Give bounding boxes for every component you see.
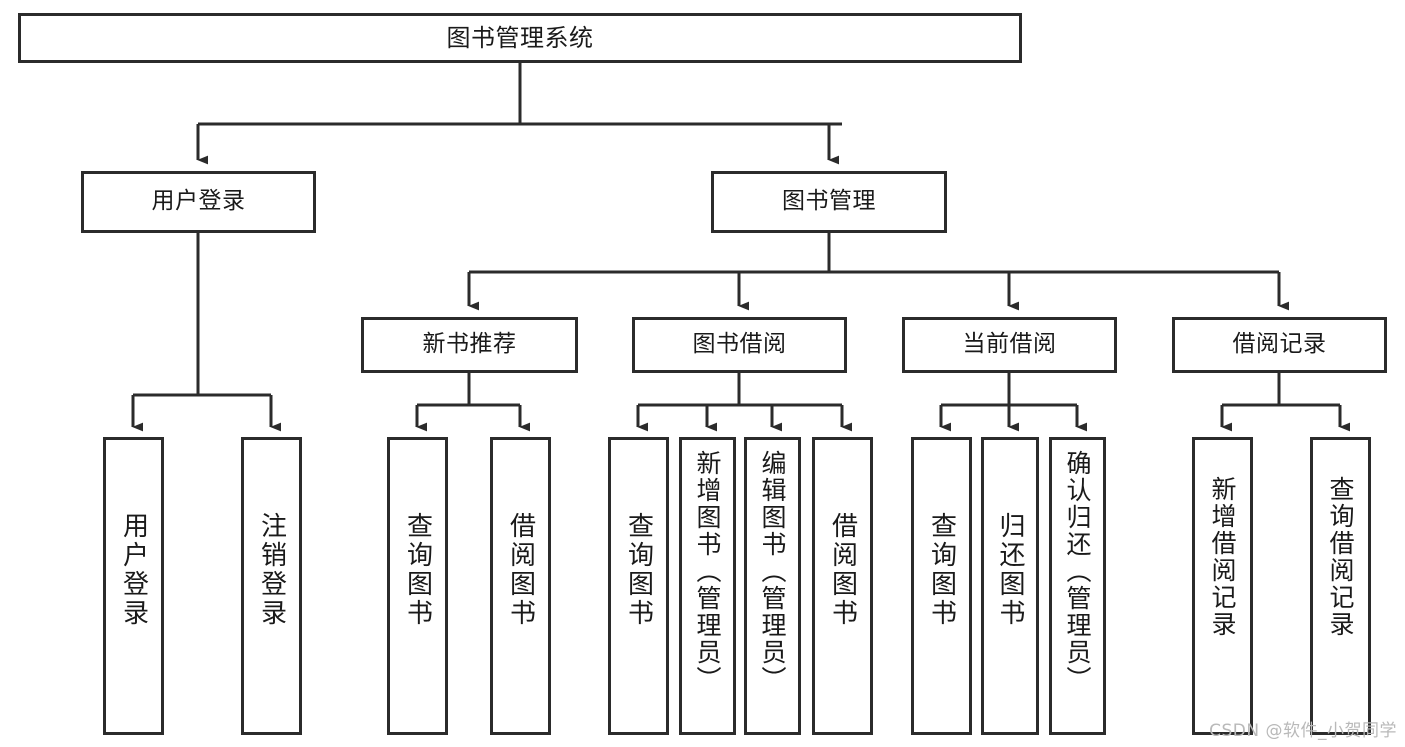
node-label: 当前借阅 [962, 331, 1057, 358]
leaf-logout-login[interactable]: 注销登录 [241, 437, 302, 735]
node-label: 编辑图书（管理员） [758, 450, 787, 693]
node-label: 图书管理 [782, 188, 876, 215]
node-root-system[interactable]: 图书管理系统 [18, 13, 1022, 63]
csdn-watermark: CSDN @软件_小贺同学 [1209, 721, 1397, 741]
leaf-query-book-borrow[interactable]: 查询图书 [608, 437, 669, 735]
node-label: 新增图书（管理员） [693, 450, 722, 693]
leaf-return-book[interactable]: 归还图书 [981, 437, 1039, 735]
node-new-book-recommend[interactable]: 新书推荐 [361, 317, 578, 373]
leaf-query-book-current[interactable]: 查询图书 [911, 437, 972, 735]
node-label: 查询借阅记录 [1326, 476, 1355, 638]
leaf-borrow-book-recommend[interactable]: 借阅图书 [490, 437, 551, 735]
node-label: 用户登录 [118, 512, 149, 628]
node-book-borrow[interactable]: 图书借阅 [632, 317, 847, 373]
leaf-query-book-recommend[interactable]: 查询图书 [387, 437, 448, 735]
node-label: 图书借阅 [692, 331, 787, 358]
node-label: 新书推荐 [422, 331, 517, 358]
leaf-edit-book[interactable]: 编辑图书（管理员） [744, 437, 801, 735]
node-label: 借阅记录 [1232, 331, 1327, 358]
node-label: 借阅图书 [505, 512, 536, 628]
node-label: 借阅图书 [827, 512, 858, 628]
leaf-confirm-return[interactable]: 确认归还（管理员） [1049, 437, 1106, 735]
leaf-borrow-book[interactable]: 借阅图书 [812, 437, 873, 735]
node-current-borrow[interactable]: 当前借阅 [902, 317, 1117, 373]
leaf-user-login[interactable]: 用户登录 [103, 437, 164, 735]
node-label: 注销登录 [256, 512, 287, 628]
node-label: 用户登录 [151, 188, 246, 215]
node-label: 归还图书 [995, 512, 1025, 628]
leaf-query-borrow-record[interactable]: 查询借阅记录 [1310, 437, 1371, 735]
node-book-manage[interactable]: 图书管理 [711, 171, 947, 233]
node-label: 查询图书 [926, 512, 957, 628]
leaf-add-borrow-record[interactable]: 新增借阅记录 [1192, 437, 1253, 735]
node-label: 图书管理系统 [446, 23, 594, 52]
node-user-login[interactable]: 用户登录 [81, 171, 316, 233]
leaf-add-book[interactable]: 新增图书（管理员） [679, 437, 736, 735]
node-label: 查询图书 [402, 512, 433, 628]
node-label: 确认归还（管理员） [1063, 450, 1092, 693]
node-label: 查询图书 [623, 512, 654, 628]
node-borrow-record[interactable]: 借阅记录 [1172, 317, 1387, 373]
node-label: 新增借阅记录 [1208, 476, 1237, 638]
